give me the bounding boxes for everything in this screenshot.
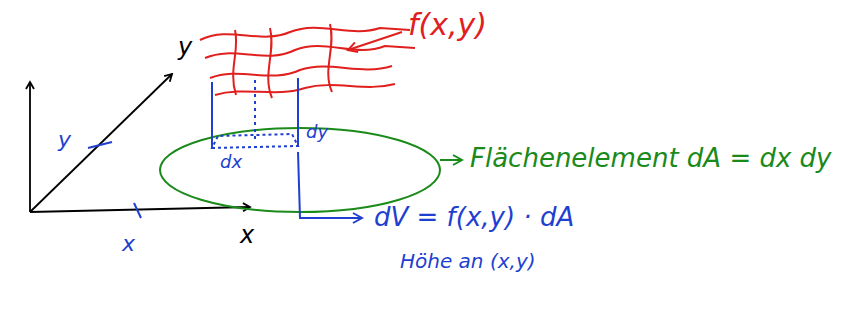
- dimension-label: dx: [220, 152, 242, 172]
- axis-label: y: [178, 34, 192, 60]
- tick-label: x: [122, 232, 135, 256]
- axis-ticks: [88, 142, 141, 218]
- volume-pointer: [298, 152, 362, 218]
- surface-lines: [200, 24, 415, 98]
- volume-column: [212, 78, 298, 148]
- region-pointer: [440, 159, 462, 161]
- height-note: Höhe an (x,y): [400, 250, 536, 272]
- function-pointer: [348, 32, 402, 50]
- volume-element-note: dV = f(x,y) · dA: [374, 203, 574, 232]
- function-label: f(x,y): [408, 8, 487, 41]
- axis-label: x: [240, 222, 254, 248]
- dimension-label: dy: [306, 122, 328, 142]
- tick-label: y: [58, 128, 71, 152]
- area-element-note: Flächenelement dA = dx dy: [470, 144, 832, 173]
